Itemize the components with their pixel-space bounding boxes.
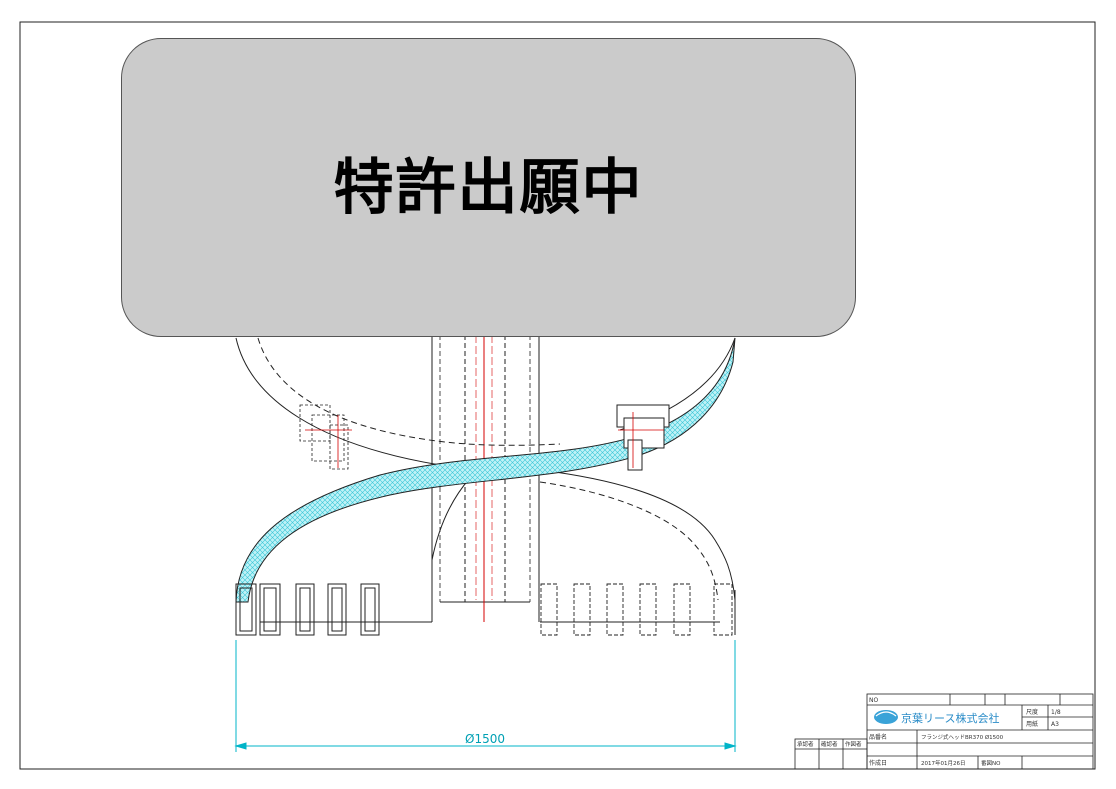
sheet-label: 用紙: [1026, 720, 1038, 728]
flight-section-hatched: [235, 337, 736, 603]
approver-label: 承認者: [797, 740, 814, 748]
part-value: フランジ式ヘッドBR370 Ø1500: [921, 733, 1004, 741]
banner-text: 特許出願中: [333, 153, 644, 223]
drawing-no-label: 番図NO: [981, 760, 1001, 767]
scale-value: 1/8: [1051, 709, 1061, 716]
sheet-value: A3: [1051, 721, 1059, 728]
diameter-dimension: [234, 640, 737, 752]
company-name: 京葉リース株式会社: [901, 711, 999, 725]
created-label: 作成日: [869, 759, 887, 767]
title-block: [794, 693, 1094, 770]
drawing-frame: [19, 21, 1096, 770]
base-plate: [235, 590, 736, 635]
part-label: 品番名: [869, 733, 887, 741]
patent-pending-banner: 特許出願中: [121, 38, 856, 337]
right-teeth: [540, 583, 733, 636]
company-logo: [874, 710, 898, 724]
created-value: 2017年01月26日: [921, 759, 966, 767]
left-teeth: [235, 583, 380, 636]
lower-flight: [431, 469, 736, 601]
scale-label: 尺度: [1026, 708, 1038, 716]
drafter-label: 作図者: [845, 740, 862, 748]
right-coupler: [616, 404, 670, 471]
diameter-label: Ø1500: [465, 732, 505, 746]
left-coupler: [299, 404, 349, 470]
upper-flight: [235, 337, 736, 472]
title-no-label: NO: [869, 697, 878, 704]
checker-label: 確認者: [821, 740, 838, 748]
